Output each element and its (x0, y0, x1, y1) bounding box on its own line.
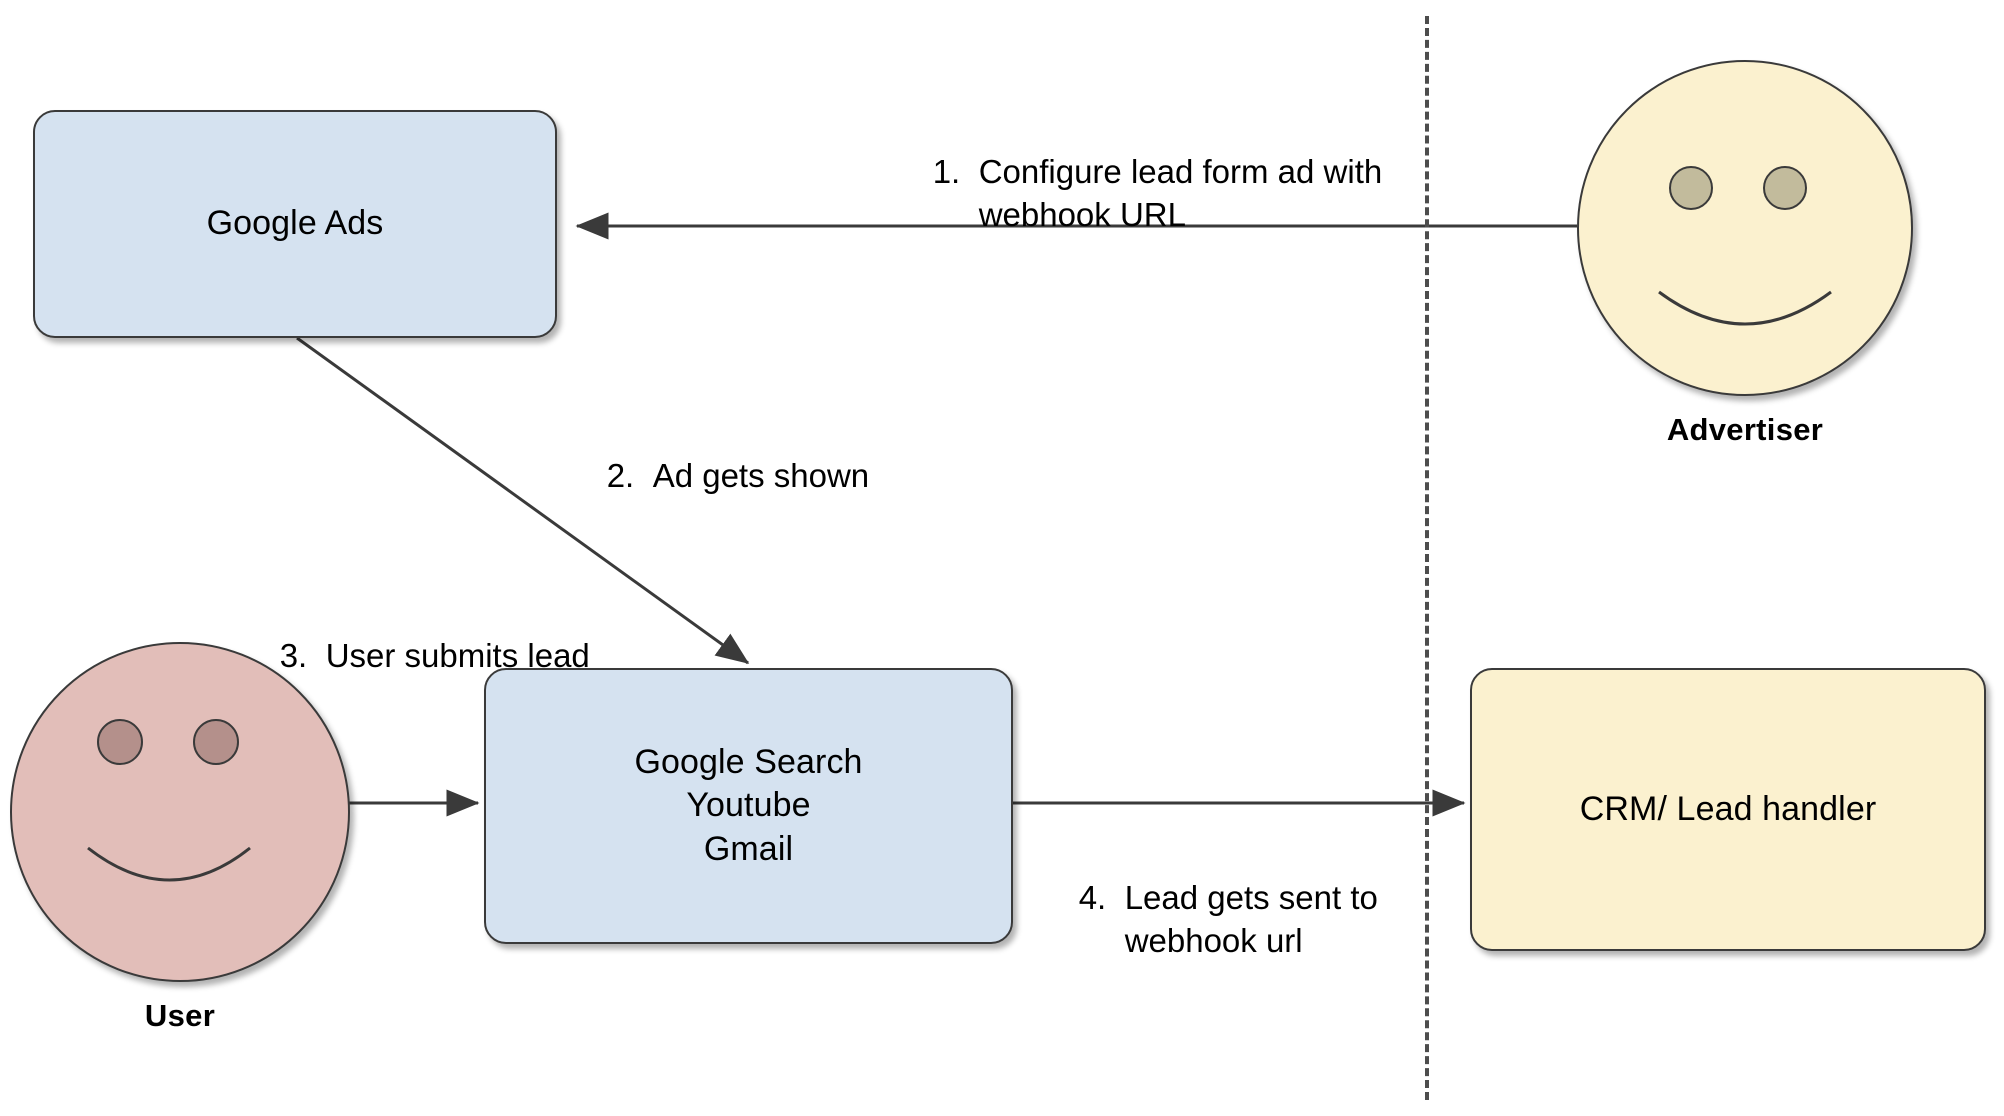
edge-step-4-text: Lead gets sent to webhook url (1124, 878, 1378, 959)
edge-step-3-text: User submits lead (325, 636, 590, 674)
edge-label-step-3: 3. User submits lead (243, 592, 590, 721)
node-crm-lead-handler[interactable]: CRM/ Lead handler (1470, 668, 1986, 951)
edge-label-step-1: 1. Configure lead form ad with webhook UR… (896, 108, 1383, 280)
edge-label-step-2: 2. Ad gets shown (570, 412, 869, 541)
advertiser-smiley-icon (1658, 166, 1832, 326)
node-google-surfaces-label: Google Search Youtube Gmail (634, 742, 863, 868)
edge-step-4-number: 4. (1078, 878, 1107, 916)
user-smiley-icon (87, 719, 251, 882)
node-crm-label: CRM/ Lead handler (1579, 789, 1877, 828)
vertical-dashed-divider (1425, 16, 1429, 1100)
advertiser-label: Advertiser (1666, 412, 1824, 447)
edge-step-1-number: 1. (932, 152, 961, 190)
actor-user[interactable]: User (10, 642, 350, 1033)
actor-advertiser[interactable]: Advertiser (1577, 60, 1913, 447)
edge-step-1-text: Configure lead form ad with webhook URL (978, 152, 1383, 233)
node-google-ads[interactable]: Google Ads (33, 110, 557, 338)
node-google-ads-label: Google Ads (206, 204, 384, 243)
edge-step-2-text: Ad gets shown (652, 456, 870, 494)
edge-step-2-number: 2. (606, 456, 635, 494)
edge-label-step-4: 4. Lead gets sent to webhook url (1042, 834, 1378, 1006)
advertiser-face-circle (1577, 60, 1913, 396)
user-face-circle (10, 642, 350, 982)
node-google-surfaces[interactable]: Google Search Youtube Gmail (484, 668, 1013, 944)
user-label: User (144, 998, 216, 1033)
edge-step-3-number: 3. (279, 636, 308, 674)
